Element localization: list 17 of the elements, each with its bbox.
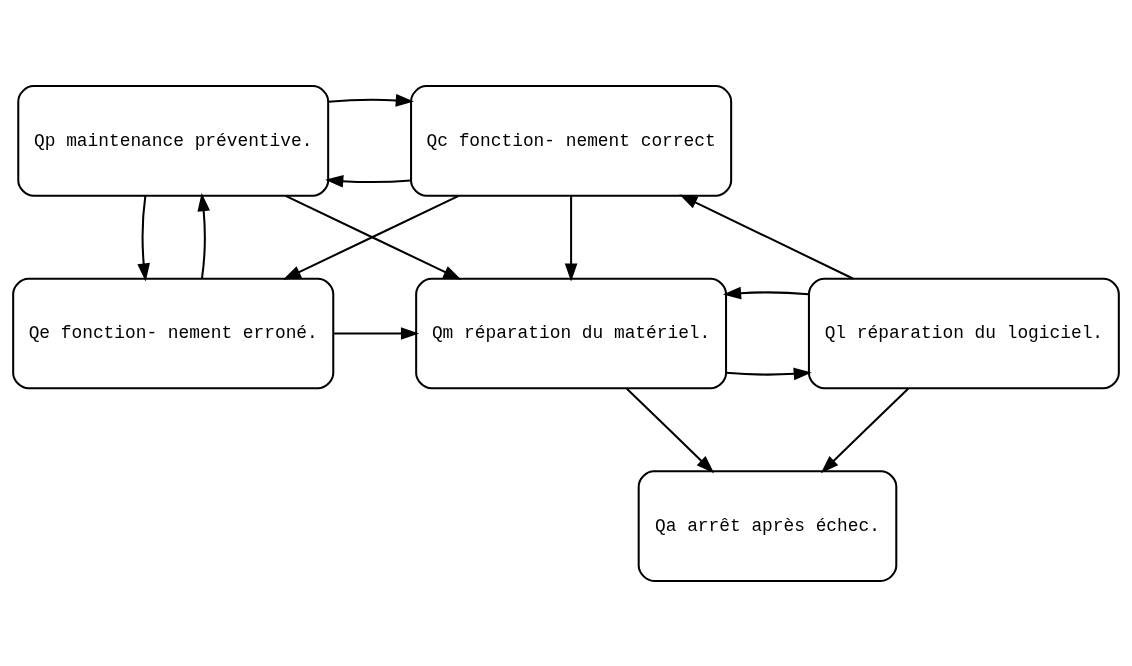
arrow bbox=[325, 174, 411, 188]
arrow bbox=[626, 387, 715, 473]
arrow bbox=[564, 195, 578, 282]
arrow bbox=[679, 194, 854, 279]
node-box: Qa arrêt après échec. bbox=[637, 469, 898, 582]
node-box: Qp maintenance préventive. bbox=[17, 84, 330, 197]
node-box: Qe fonction- nement erroné. bbox=[12, 277, 335, 389]
node-box: Qc fonction- nement correct bbox=[410, 84, 733, 197]
arrow bbox=[197, 192, 211, 279]
arrow bbox=[726, 367, 812, 380]
node-box: Ql réparation du logiciel. bbox=[807, 277, 1120, 389]
arrow bbox=[333, 326, 420, 340]
arrow bbox=[820, 387, 909, 473]
arrow bbox=[137, 195, 150, 282]
arrow bbox=[328, 93, 414, 107]
arrow bbox=[723, 286, 809, 299]
node-box: Qm réparation du matériel. bbox=[415, 277, 728, 389]
